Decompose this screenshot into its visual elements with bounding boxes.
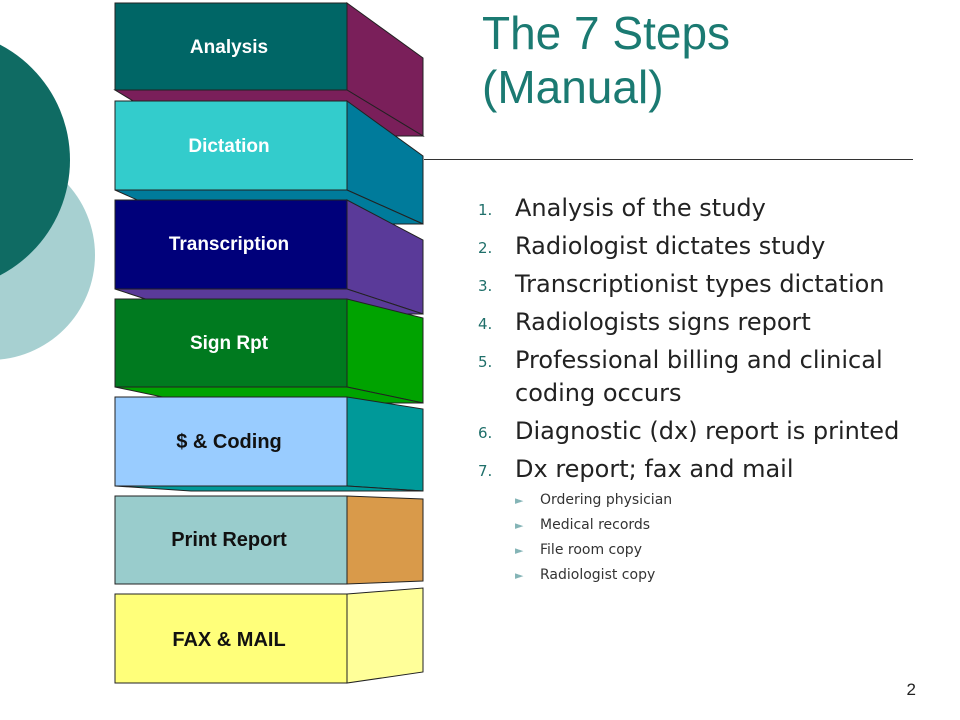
block-front (114, 199, 348, 290)
block-sign-rpt: Sign Rpt (114, 298, 424, 404)
step-item: 6. Diagnostic (dx) report is printed (478, 415, 918, 448)
step-item: 1. Analysis of the study (478, 192, 918, 225)
block-billing-coding: $ & Coding (114, 396, 424, 492)
dark-circle (0, 44, 70, 276)
arrow-bullet-icon: ► (515, 544, 524, 557)
sub-item: ► Medical records (515, 513, 918, 538)
title-line-1: The 7 Steps (482, 7, 731, 59)
block-print-report: Print Report (114, 495, 424, 585)
step-text: Professional billing and clinical coding… (515, 346, 883, 407)
step-number: 7. (478, 462, 493, 480)
block-front (114, 298, 348, 388)
block-side (346, 495, 424, 585)
block-fax-mail: FAX & MAIL (114, 587, 424, 684)
sub-list: ► Ordering physician ► Medical records ► Fi… (515, 488, 918, 588)
block-front (114, 2, 348, 91)
step-number: 1. (478, 201, 493, 219)
block-front (114, 396, 348, 487)
page-number: 2 (906, 680, 916, 699)
step-number: 6. (478, 424, 493, 442)
sub-item-text: Ordering physician (540, 492, 673, 508)
step-text: Radiologists signs report (515, 308, 811, 336)
step-text: Radiologist dictates study (515, 232, 826, 260)
process-block-stack: Analysis Dictation Transcription Sign Rp… (113, 2, 425, 684)
block-transcription: Transcription (114, 199, 424, 315)
step-text: Diagnostic (dx) report is printed (515, 417, 900, 445)
step-item: 2. Radiologist dictates study (478, 230, 918, 263)
step-text: Analysis of the study (515, 194, 766, 222)
steps-list: 1. Analysis of the study 2. Radiologist di… (478, 192, 918, 593)
slide-title: The 7 Steps (Manual) (482, 6, 922, 114)
block-label: $ & Coding (176, 431, 282, 453)
step-text: Transcriptionist types dictation (515, 270, 885, 298)
arrow-bullet-icon: ► (515, 494, 524, 507)
block-label: Sign Rpt (190, 333, 269, 354)
step-text: Dx report; fax and mail (515, 455, 794, 483)
block-label: Dictation (188, 136, 269, 157)
block-side (346, 587, 424, 684)
block-label: Print Report (171, 529, 287, 551)
title-divider (424, 159, 913, 160)
block-front (114, 495, 348, 585)
sub-item: ► Ordering physician (515, 488, 918, 513)
sub-item: ► File room copy (515, 538, 918, 563)
step-number: 4. (478, 315, 493, 333)
block-front (114, 593, 348, 684)
sub-item-text: Radiologist copy (540, 567, 656, 583)
block-label: Transcription (169, 234, 289, 255)
step-number: 3. (478, 277, 493, 295)
arrow-bullet-icon: ► (515, 519, 524, 532)
step-item: 5. Professional billing and clinical codi… (478, 344, 918, 410)
sub-item: ► Radiologist copy (515, 563, 918, 588)
block-side (346, 396, 424, 492)
sub-item-text: Medical records (540, 517, 651, 533)
block-side (346, 298, 424, 404)
decorative-circles (0, 44, 95, 360)
sub-item-text: File room copy (540, 542, 642, 558)
block-front (114, 100, 348, 191)
step-item: 7. Dx report; fax and mail ► Ordering phys… (478, 453, 918, 588)
step-number: 2. (478, 239, 493, 257)
arrow-bullet-icon: ► (515, 569, 524, 582)
step-item: 4. Radiologists signs report (478, 306, 918, 339)
step-item: 3. Transcriptionist types dictation (478, 268, 918, 301)
title-line-2: (Manual) (482, 61, 664, 113)
step-number: 5. (478, 353, 493, 371)
block-label: FAX & MAIL (172, 629, 285, 651)
block-label: Analysis (190, 37, 268, 58)
